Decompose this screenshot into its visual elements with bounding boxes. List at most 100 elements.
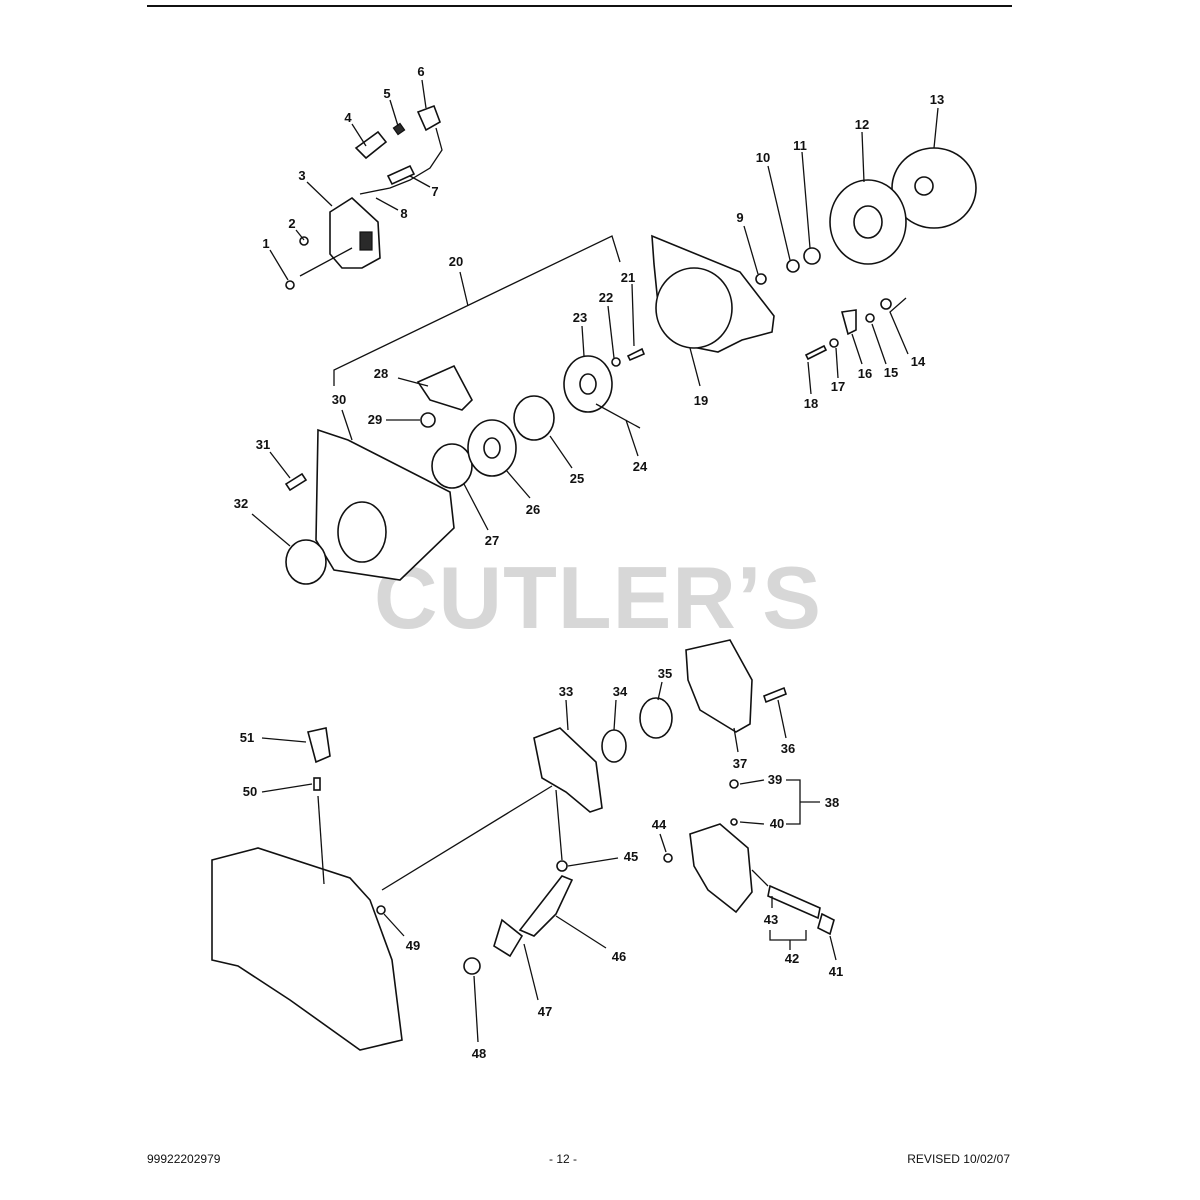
leader-2: [295, 229, 305, 241]
leader-16: [851, 333, 863, 365]
leader-39: [739, 779, 765, 785]
callout-25: 25: [570, 471, 584, 486]
callout-51: 51: [240, 730, 254, 745]
leader-30: [341, 409, 353, 441]
disc-27-part: [431, 443, 473, 489]
callout-10: 10: [756, 150, 770, 165]
washer-22-part: [611, 357, 621, 367]
footer-revised-date: REVISED 10/02/07: [907, 1152, 1010, 1166]
callout-50: 50: [243, 784, 257, 799]
leader-38-bracket: [786, 779, 801, 825]
washer-17-part: [829, 338, 839, 348]
callout-46: 46: [612, 949, 626, 964]
leader-15: [871, 323, 887, 365]
plug-boot-part: [416, 104, 441, 132]
leader-33: [565, 699, 569, 731]
callout-9: 9: [736, 210, 743, 225]
crankcase-part: [211, 847, 403, 1051]
leader-1: [269, 249, 289, 281]
footer-part-number: 99922202979: [147, 1152, 221, 1166]
callout-33: 33: [559, 684, 573, 699]
callout-49: 49: [406, 938, 420, 953]
ignition-screw-head-2: [285, 280, 295, 290]
oil-hose-46-part: [518, 875, 574, 937]
plug-49-part: [376, 905, 386, 915]
leader-44: [659, 833, 667, 853]
leader-36: [777, 699, 787, 739]
starter-group: [284, 347, 646, 585]
callout-48: 48: [472, 1046, 486, 1061]
callout-16: 16: [858, 366, 872, 381]
callout-41: 41: [829, 964, 843, 979]
leader-6: [421, 79, 427, 109]
leader-17: [835, 347, 839, 379]
leader-23: [581, 325, 585, 357]
leader-25: [549, 435, 573, 469]
callout-20: 20: [449, 254, 463, 269]
leader-49: [383, 913, 405, 937]
callout-35: 35: [658, 666, 672, 681]
washer-11-part: [803, 247, 821, 265]
nut-9-part: [755, 273, 767, 285]
callout-34: 34: [613, 684, 628, 699]
leader-50: [261, 783, 313, 793]
callout-6: 6: [417, 64, 424, 79]
callout-24: 24: [633, 459, 648, 474]
ignition-screw-head: [299, 236, 309, 246]
guide-29-part: [420, 412, 436, 428]
callout-39: 39: [768, 772, 782, 787]
callout-15: 15: [884, 365, 898, 380]
leader-4: [351, 123, 367, 147]
leader-20-bracket: [333, 235, 621, 386]
ignition-lead-wire: [359, 127, 443, 195]
plug-41-part: [817, 912, 835, 936]
screw-18-part: [804, 344, 828, 361]
leader-19: [689, 347, 701, 387]
fan-wheel-center: [853, 205, 883, 239]
top-rule: [147, 5, 1012, 7]
callout-31: 31: [256, 437, 270, 452]
leader-plunger-pump: [751, 869, 769, 887]
leader-lines: [251, 79, 939, 1043]
callout-29: 29: [368, 412, 382, 427]
flywheel-hub: [914, 176, 934, 196]
leader-21: [631, 283, 635, 347]
callout-36: 36: [781, 741, 795, 756]
starter-cover-opening: [337, 501, 387, 563]
washer-35-part: [639, 697, 673, 739]
leader-18: [807, 361, 812, 395]
callout-21: 21: [621, 270, 635, 285]
leader-14: [889, 297, 909, 355]
leader-pump-to-case: [381, 785, 553, 891]
leader-9: [743, 225, 759, 275]
callout-12: 12: [855, 117, 869, 132]
seal-34-part: [601, 729, 627, 763]
callout-2: 2: [288, 216, 295, 231]
leader-45: [567, 857, 619, 867]
leader-11: [801, 151, 811, 249]
callout-45: 45: [624, 849, 638, 864]
callout-44: 44: [652, 817, 667, 832]
leader-20: [459, 271, 469, 307]
leader-37: [733, 727, 739, 753]
leader-42-bracket: [769, 930, 807, 941]
leader-24: [625, 419, 639, 457]
callout-23: 23: [573, 310, 587, 325]
leader-26: [505, 469, 531, 499]
callout-3: 3: [298, 168, 305, 183]
spring-39-part: [729, 779, 739, 789]
screw-36-part: [763, 686, 787, 704]
grommet-45-part: [556, 860, 568, 872]
nut-10-part: [786, 259, 800, 273]
flywheel-group: [651, 147, 977, 361]
lead-sleeve-part: [386, 164, 416, 186]
spring-part: [392, 122, 406, 136]
starter-rope-24: [595, 403, 641, 429]
washer-25-part: [513, 395, 555, 441]
ignition-module-group: [285, 104, 443, 290]
leader-46: [555, 915, 607, 949]
screw-21-part: [626, 347, 646, 362]
leader-13: [933, 107, 939, 149]
watermark-text: CUTLER’S: [374, 548, 822, 647]
oil-pickup-hose-47-part: [493, 918, 524, 958]
